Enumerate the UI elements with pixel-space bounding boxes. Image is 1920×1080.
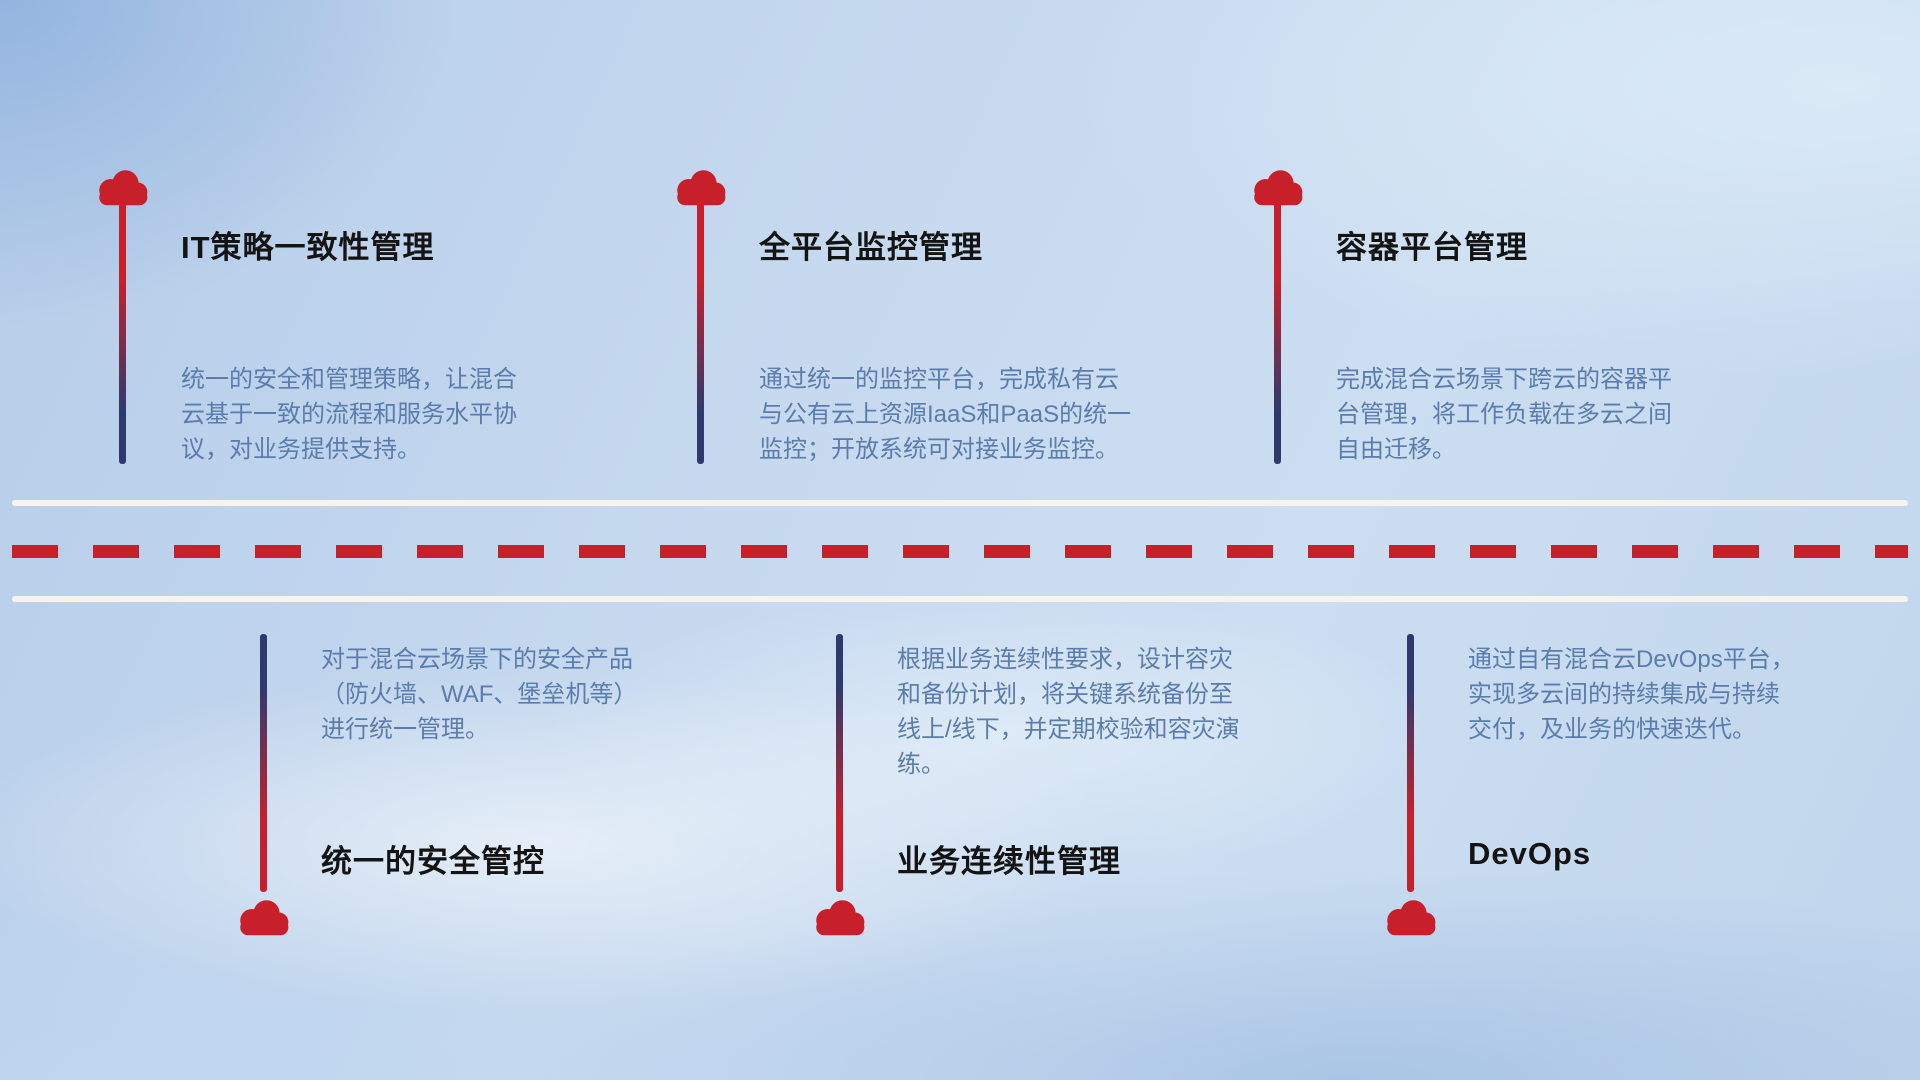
connector-line	[1406, 634, 1414, 892]
connector-line	[118, 203, 126, 464]
feature-description: 完成混合云场景下跨云的容器平台管理，将工作负载在多云之间自由迁移。	[1336, 366, 1672, 463]
feature-description: 通过自有混合云DevOps平台，实现多云间的持续集成与持续交付，及业务的快速迭代…	[1468, 646, 1795, 743]
cloud-icon	[811, 896, 867, 936]
road-white-line-bottom	[12, 596, 1908, 602]
feature-description: 根据业务连续性要求，设计容灾和备份计划，将关键系统备份至线上/线下，并定期校验和…	[897, 646, 1240, 778]
connector-line	[696, 203, 704, 464]
connector-line	[1273, 203, 1281, 464]
feature-description: 对于混合云场景下的安全产品（防火墙、WAF、堡垒机等）进行统一管理。	[321, 646, 638, 743]
cloud-icon	[1249, 166, 1305, 206]
feature-title: DevOps	[1468, 836, 1592, 871]
cloud-icon	[94, 166, 150, 206]
road-white-line-top	[12, 500, 1908, 506]
feature-title: 容器平台管理	[1336, 230, 1528, 265]
cloud-icon	[235, 896, 291, 936]
feature-title: 统一的安全管控	[321, 844, 545, 879]
feature-description: 通过统一的监控平台，完成私有云与公有云上资源IaaS和PaaS的统一监控；开放系…	[759, 366, 1132, 463]
cloud-icon	[1382, 896, 1438, 936]
cloud-icon	[672, 166, 728, 206]
connector-line	[835, 634, 843, 892]
feature-title: 业务连续性管理	[897, 844, 1121, 879]
connector-line	[259, 634, 267, 892]
feature-title: 全平台监控管理	[759, 230, 983, 265]
road-dashed-center-line	[12, 545, 1908, 558]
feature-description: 统一的安全和管理策略，让混合云基于一致的流程和服务水平协议，对业务提供支持。	[181, 366, 517, 463]
feature-title: IT策略一致性管理	[181, 230, 435, 265]
